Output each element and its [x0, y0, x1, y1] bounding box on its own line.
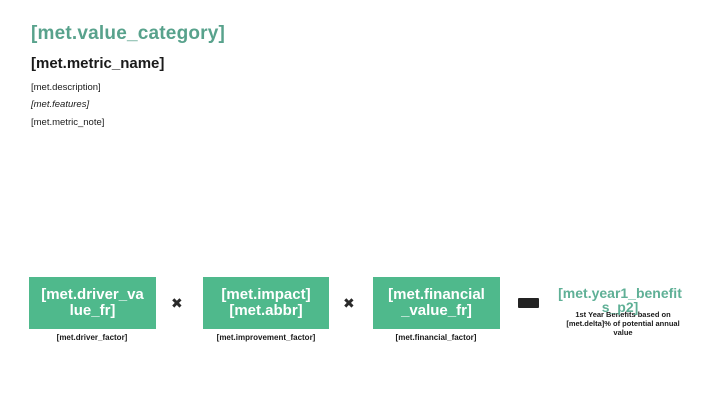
- metric-note: [met.metric_note]: [31, 117, 105, 128]
- impact-box: [met.impact] [met.abbr]: [203, 277, 329, 329]
- equals-icon: [518, 298, 539, 308]
- driver-value-label: [met.driver_va lue_fr]: [41, 286, 144, 319]
- metric-features: [met.features]: [31, 99, 90, 110]
- financial-factor-caption: [met.financial_factor]: [395, 333, 477, 342]
- value-category-title: [met.value_category]: [31, 23, 226, 44]
- improvement-factor-caption: [met.improvement_factor]: [216, 333, 316, 342]
- multiply-icon: ✖: [171, 296, 183, 312]
- driver-value-box: [met.driver_va lue_fr]: [29, 277, 156, 329]
- metric-description: [met.description]: [31, 82, 101, 93]
- financial-value-label: [met.financial _value_fr]: [388, 286, 485, 319]
- multiply-icon: ✖: [343, 296, 355, 312]
- year1-benefits-note: 1st Year Benefits based on [met.delta]% …: [566, 310, 680, 337]
- metric-name-heading: [met.metric_name]: [31, 55, 165, 72]
- driver-factor-caption: [met.driver_factor]: [56, 333, 128, 342]
- financial-value-box: [met.financial _value_fr]: [373, 277, 500, 329]
- year1-benefits-title: [met.year1_benefit s_p2]: [558, 285, 682, 315]
- impact-label: [met.impact] [met.abbr]: [221, 286, 311, 319]
